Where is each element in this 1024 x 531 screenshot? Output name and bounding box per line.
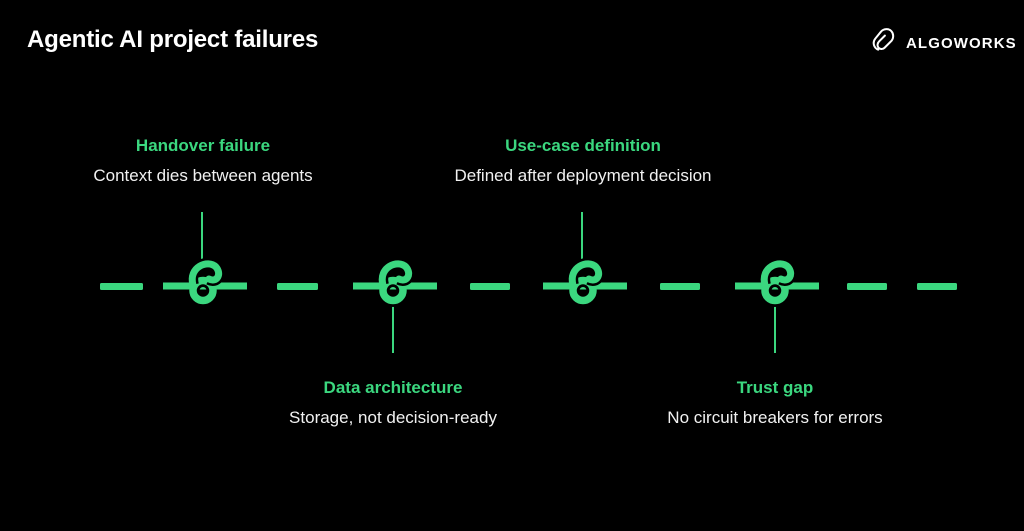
knot-icon xyxy=(163,254,247,318)
connector-line-up xyxy=(580,212,584,264)
timeline-dash xyxy=(917,283,957,290)
timeline-dash xyxy=(470,283,510,290)
timeline-node-data-architecture: Data architecture Storage, not decision-… xyxy=(213,378,573,429)
node-description: Defined after deployment decision xyxy=(454,166,712,185)
knot-icon xyxy=(353,254,437,318)
timeline-dash xyxy=(277,283,318,290)
node-description: Storage, not decision-ready xyxy=(289,408,497,427)
page-title: Agentic AI project failures xyxy=(27,26,319,53)
node-description: Context dies between agents xyxy=(93,166,313,185)
connector-line-down xyxy=(391,303,395,353)
node-description: No circuit breakers for errors xyxy=(667,408,883,427)
algoworks-swirl-icon xyxy=(869,26,899,59)
brand-logo: ALGOWORKS xyxy=(869,26,1017,59)
connector-line-up xyxy=(200,212,204,264)
node-label: Trust gap xyxy=(736,378,814,397)
knot-icon xyxy=(735,254,819,318)
node-label: Data architecture xyxy=(323,378,463,397)
node-label: Use-case definition xyxy=(505,136,661,155)
timeline-dash xyxy=(847,283,887,290)
timeline-node-use-case-definition: Use-case definition Defined after deploy… xyxy=(403,136,763,187)
timeline-dash xyxy=(100,283,143,290)
brand-name: ALGOWORKS xyxy=(906,35,1017,52)
timeline-node-trust-gap: Trust gap No circuit breakers for errors xyxy=(595,378,955,429)
knot-icon xyxy=(543,254,627,318)
connector-line-down xyxy=(773,303,777,353)
node-label: Handover failure xyxy=(135,136,271,155)
timeline-dash xyxy=(660,283,700,290)
timeline-node-handover-failure: Handover failure Context dies between ag… xyxy=(23,136,383,187)
